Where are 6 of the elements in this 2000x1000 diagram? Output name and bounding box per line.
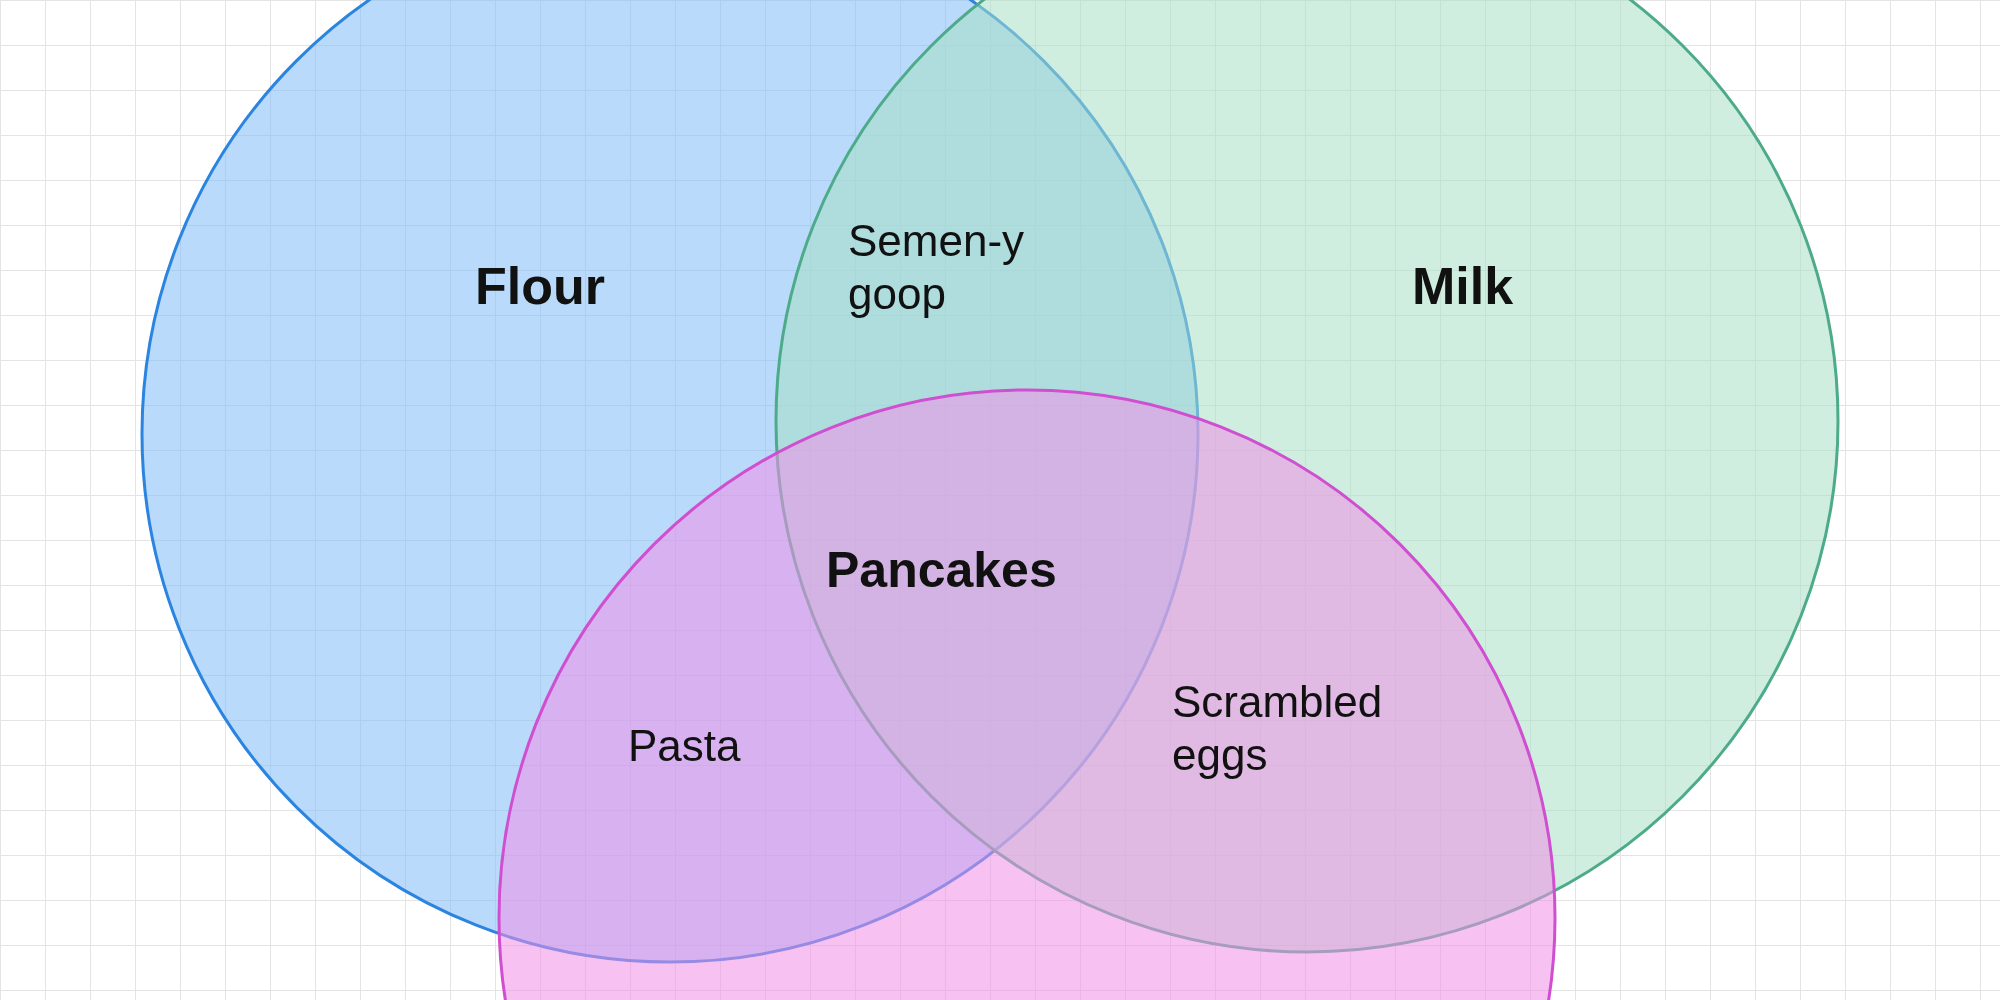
intersection-label: Scrambled eggs [1172,676,1384,781]
set-label: Flour [475,256,605,317]
set-label: Milk [1412,256,1514,317]
intersection-title: Pancakes [826,541,1057,600]
intersection-label: Semen-y goop [848,215,1026,320]
intersection-label: Pasta [628,720,741,772]
